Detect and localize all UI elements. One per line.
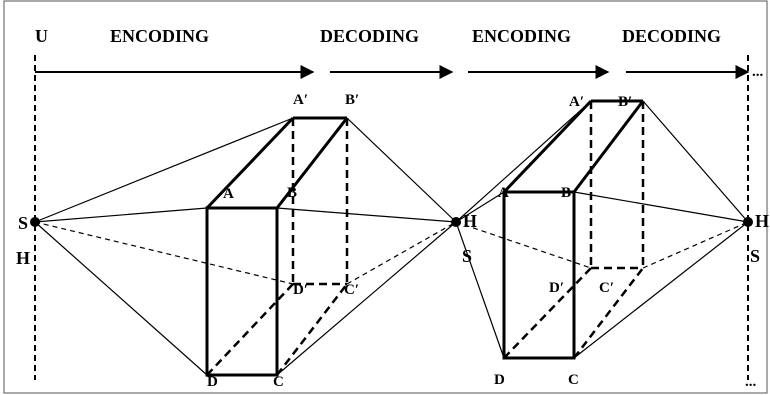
right-h-label: H: [755, 211, 769, 231]
decoding-label-2: DECODING: [622, 26, 721, 46]
middle-h-label: H: [463, 211, 477, 231]
box-2-b-label: B: [561, 185, 571, 201]
decoding-label-1: DECODING: [320, 26, 419, 46]
box-2-b-prime-label: B′: [618, 94, 632, 110]
encoding-label-1: ENCODING: [110, 26, 209, 46]
left-s-label: S: [18, 213, 28, 233]
box-2-a-prime-label: A′: [569, 94, 584, 110]
outer-frame: [3, 0, 768, 394]
box-1-a-prime-label: A′: [293, 92, 308, 108]
box-2-d-prime-label: D′: [549, 280, 564, 296]
box-2-prism: [502, 99, 645, 360]
encoding-label-2: ENCODING: [472, 26, 571, 46]
left-h-label: H: [16, 248, 30, 268]
u-label: U: [35, 26, 48, 46]
box-1-b-label: B: [287, 185, 297, 201]
box-1-c-prime-label: C′: [344, 282, 359, 298]
box-2-c-prime-label: C′: [599, 280, 614, 296]
box-1-c-label: C: [273, 374, 284, 390]
box-2-a-label: A: [498, 185, 509, 201]
box-1-connectors: [34, 117, 457, 376]
box-1-d-label: D: [207, 374, 218, 390]
right-bottom-dots: ...: [745, 374, 757, 390]
left-node-dot: [30, 217, 40, 227]
middle-node-dot: [451, 217, 461, 227]
box-2-connectors: [455, 100, 749, 359]
right-node-dot: [743, 217, 753, 227]
middle-s-label: S: [462, 246, 472, 266]
header-trailing-dots: ...: [752, 64, 764, 80]
box-1-d-prime-label: D′: [293, 282, 308, 298]
box-1-prism: [205, 116, 349, 377]
box-2-c-label: C: [568, 372, 579, 388]
box-2-d-label: D: [494, 372, 505, 388]
box-1-a-label: A: [223, 186, 234, 202]
right-s-label: S: [750, 246, 760, 266]
box-1-b-prime-label: B′: [345, 92, 359, 108]
